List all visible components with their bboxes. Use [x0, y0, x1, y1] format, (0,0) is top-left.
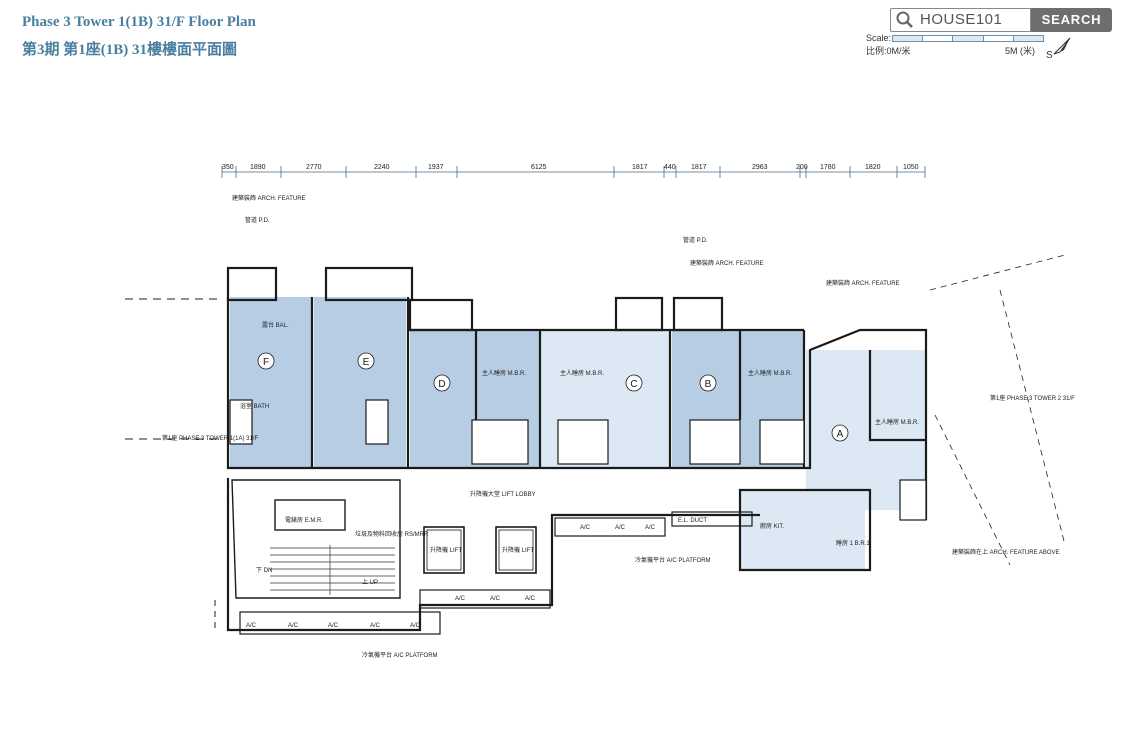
rs-mrr-label: 垃圾及物料回收房 RS/MRR: [355, 530, 429, 538]
search-button[interactable]: SEARCH: [1031, 8, 1112, 32]
unit-letter-a: A: [837, 429, 844, 440]
ac-label: A/C: [615, 525, 626, 531]
search-icon: [896, 11, 913, 28]
emr-label: 電錶房 E.M.R.: [285, 516, 323, 524]
tower2-label: 第1座 PHASE 3 TOWER 2 31/F: [990, 394, 1075, 402]
pd-label-2: 管道 P.D.: [683, 236, 708, 244]
dim-label: 1937: [428, 164, 444, 171]
ac-label: A/C: [645, 525, 656, 531]
unit-letter-e: E: [363, 357, 370, 368]
unit-a-bedroom1-label: 睡房 1 B.R.1: [836, 539, 870, 547]
unit-letter-c: C: [630, 379, 637, 390]
unit-a-kitchen-area: [740, 490, 865, 570]
dim-label: 1817: [691, 164, 707, 171]
search-bar[interactable]: HOUSE101 SEARCH: [890, 8, 1112, 34]
top-dimensions: 350 1890 2770 2240 1937 6125 1817 440 18…: [222, 164, 919, 171]
unit-e-area: [314, 297, 406, 467]
unit-markers: [257, 352, 849, 442]
ac-label: A/C: [455, 596, 466, 602]
ac-label: A/C: [246, 623, 257, 629]
lift-label-2: 升降機 LIFT: [502, 546, 534, 554]
dim-label: 2770: [306, 164, 322, 171]
pd-label: 管道 P.D.: [245, 216, 270, 224]
page-title-chinese: 第3期 第1座(1B) 31樓樓面平面圖: [22, 42, 237, 58]
dim-label: 1780: [820, 164, 836, 171]
scale-end-label: 5M (米): [1005, 46, 1035, 56]
dim-label: 2240: [374, 164, 390, 171]
dim-label: 440: [664, 164, 676, 171]
scale-bar: [892, 35, 1044, 42]
ac-platform-label-2: 冷氣機平台 A/C PLATFORM: [362, 651, 438, 659]
compass-icon: S: [1046, 37, 1071, 60]
page-title: Phase 3 Tower 1(1B) 31/F Floor Plan: [22, 14, 256, 30]
dim-label: 2963: [752, 164, 768, 171]
ac-platform-label: 冷氣機平台 A/C PLATFORM: [635, 556, 711, 564]
dim-label: 6125: [531, 164, 547, 171]
lift-label: 升降機 LIFT: [430, 546, 462, 554]
ac-label: A/C: [370, 623, 381, 629]
bathrooms: [229, 399, 927, 521]
compass-letter: S: [1046, 50, 1053, 60]
unit-d-bedroom-label: 主人睡房 M.B.R.: [482, 369, 526, 377]
unit-f-living-label: 露台 BAL.: [262, 321, 289, 329]
ac-label: A/C: [328, 623, 339, 629]
dim-label: 1820: [865, 164, 881, 171]
dim-label: 1050: [903, 164, 919, 171]
ac-label: A/C: [490, 596, 501, 602]
unit-f-bath-label: 浴室 BATH: [240, 402, 269, 410]
up-label: 上 UP: [362, 578, 378, 586]
search-text: HOUSE101: [920, 11, 1003, 28]
el-duct-label: E.L. DUCT: [678, 518, 707, 524]
arch-feature-label-3: 建築裝飾 ARCH. FEATURE: [826, 279, 900, 287]
unit-letter-d: D: [438, 379, 445, 390]
scale-label: Scale:: [866, 33, 892, 43]
dim-label: 350: [222, 164, 234, 171]
unit-b-bedroom-label: 主人睡房 M.B.R.: [748, 369, 792, 377]
arch-feature-label: 建築裝飾 ARCH. FEATURE: [232, 194, 306, 202]
unit-letter-f: F: [263, 357, 269, 368]
ac-label: A/C: [525, 596, 536, 602]
unit-c-bedroom-label: 主人睡房 M.B.R.: [560, 369, 604, 377]
ac-unit-labels: A/C A/C A/C A/C A/C A/C A/C A/C A/C A/C …: [246, 525, 656, 629]
room-labels: 露台 BAL. 浴室 BATH 主人睡房 M.B.R. 主人睡房 M.B.R. …: [162, 194, 1075, 659]
scale-start-label: 比例:0M/米: [866, 46, 911, 56]
top-dimension-line: [221, 166, 926, 178]
walls: [226, 266, 928, 635]
unit-a-bedroom-label: 主人睡房 M.B.R.: [875, 418, 919, 426]
arch-feature-above-label: 建築裝飾在上 ARCH. FEATURE ABOVE: [952, 548, 1060, 556]
dim-label: 200: [796, 164, 808, 171]
tower1-label: 第1座 PHASE 3 TOWER 1(1A) 31/F: [162, 434, 258, 442]
stairs: [270, 545, 395, 595]
dim-label: 1817: [632, 164, 648, 171]
unit-letter-b: B: [705, 379, 712, 390]
ac-label: A/C: [580, 525, 591, 531]
arch-feature-label-2: 建築裝飾 ARCH. FEATURE: [690, 259, 764, 267]
dim-label: 1890: [250, 164, 266, 171]
dn-label: 下 DN: [256, 567, 272, 574]
unit-a-kitchen-label: 廚房 KIT.: [760, 522, 784, 530]
search-input[interactable]: HOUSE101: [890, 8, 1031, 32]
ac-label: A/C: [410, 623, 421, 629]
lift-lobby-label: 升降機大堂 LIFT LOBBY: [470, 490, 536, 498]
ac-label: A/C: [288, 623, 299, 629]
